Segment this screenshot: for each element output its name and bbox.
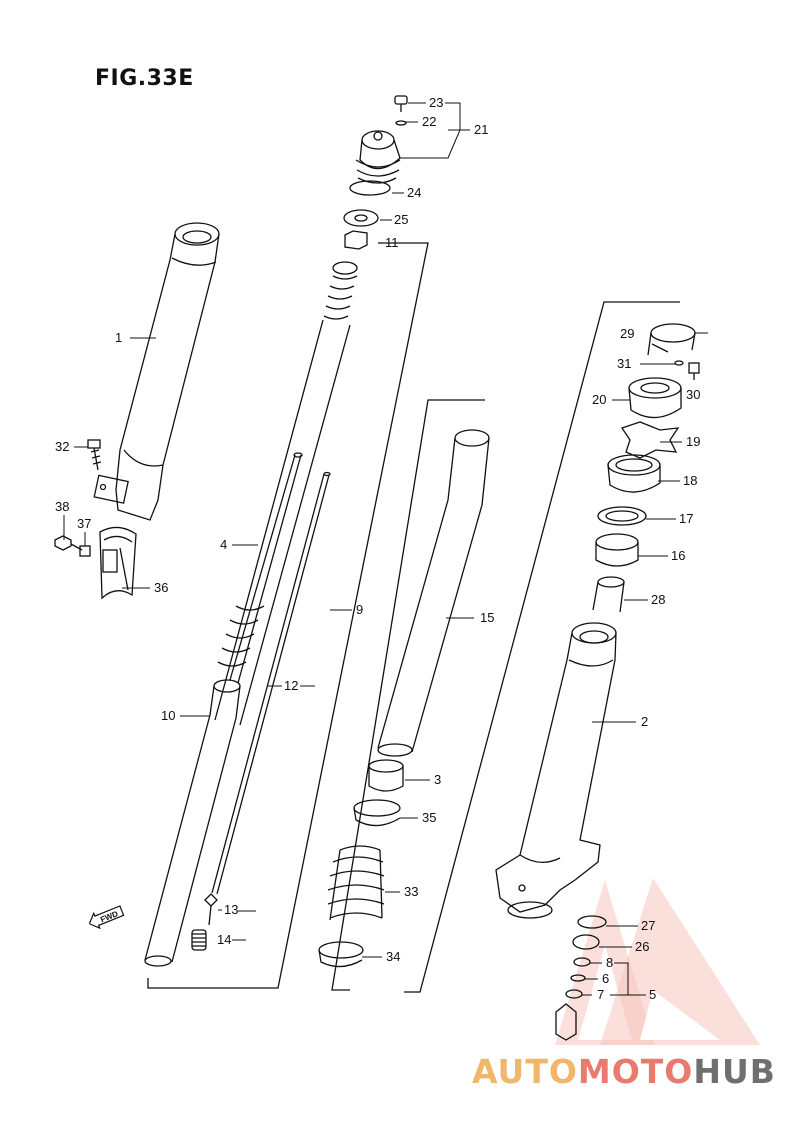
callout-5: 5 [649,987,657,1002]
guide-28 [592,576,625,613]
parts-13-14 [191,893,218,951]
callout-29: 29 [620,326,635,341]
fwd-label: FWD [99,909,119,924]
callout-35: 35 [422,810,437,825]
outer-tube-2 [495,622,617,919]
callout-34: 34 [386,949,401,964]
rod-12 [211,471,331,895]
clamp-36 [99,526,137,600]
seal-18 [607,454,661,493]
frame-15 [331,399,485,991]
callout-23: 23 [429,95,444,110]
cylinder-9 [214,319,351,726]
clip-19 [620,421,680,459]
washer-25 [343,209,379,227]
callout-13: 13 [224,902,239,917]
callout-26: 26 [635,939,650,954]
callout-25: 25 [394,212,409,227]
callout-33: 33 [404,884,419,899]
washer-31 [674,360,684,366]
watermark-logo [555,878,760,1045]
washer-17 [597,506,647,526]
callout-7: 7 [597,987,605,1002]
tube-15 [377,429,490,757]
callout-10: 10 [161,708,176,723]
callout-17: 17 [679,511,694,526]
callout-11: 11 [385,235,399,250]
frame-2 [404,301,680,993]
bracket-29 [647,323,696,356]
callout-30: 30 [686,387,701,402]
bottom-parts-26-27 [555,915,607,1041]
frame-9 [147,242,429,989]
callout-3: 3 [434,772,442,787]
callout-15: 15 [480,610,495,625]
boot-33 [327,845,385,921]
watermark-part-moto: MOTO [577,1052,694,1091]
cap-bolt-21 [355,95,408,184]
callout-4: 4 [220,537,228,552]
callout-8: 8 [606,955,614,970]
inner-tube-10 [144,679,241,967]
callout-27: 27 [641,918,656,933]
nut-11 [344,230,368,250]
bolt-30 [688,362,700,380]
callout-36: 36 [154,580,169,595]
watermark-part-auto: AUTO [472,1052,578,1091]
fwd-arrow-icon: FWD [88,905,125,930]
callout-32: 32 [55,439,70,454]
callout-31: 31 [617,356,632,371]
callout-22: 22 [422,114,437,129]
clamp-34 [318,941,364,968]
figure-title: FIG.33E [95,66,194,91]
callout-16: 16 [671,548,686,563]
bolt-32 [87,439,102,471]
outer-tube-left [93,222,220,521]
callout-20: 20 [592,392,607,407]
callout-6: 6 [602,971,610,986]
callout-14: 14 [217,932,232,947]
spring-11 [323,261,358,320]
callout-21: 21 [474,122,489,137]
callout-12: 12 [284,678,299,693]
damper-rod-4 [217,452,303,684]
callout-37: 37 [77,516,92,531]
callout-28: 28 [651,592,666,607]
callout-9: 9 [356,602,364,617]
watermark-part-hub: HUB [693,1052,776,1091]
seal-20 [628,377,682,419]
callout-2: 2 [641,714,649,729]
callout-38: 38 [55,499,70,514]
bushing-3 [368,759,404,792]
callout-18: 18 [683,473,698,488]
clamp-35 [353,799,401,827]
watermark-text: AUTOMOTOHUB [472,1052,776,1091]
o-ring-24 [349,180,391,196]
leader-lines [63,102,708,996]
bushing-16 [595,533,639,567]
callout-1: 1 [115,330,123,345]
callout-19: 19 [686,434,701,449]
callout-24: 24 [407,185,422,200]
